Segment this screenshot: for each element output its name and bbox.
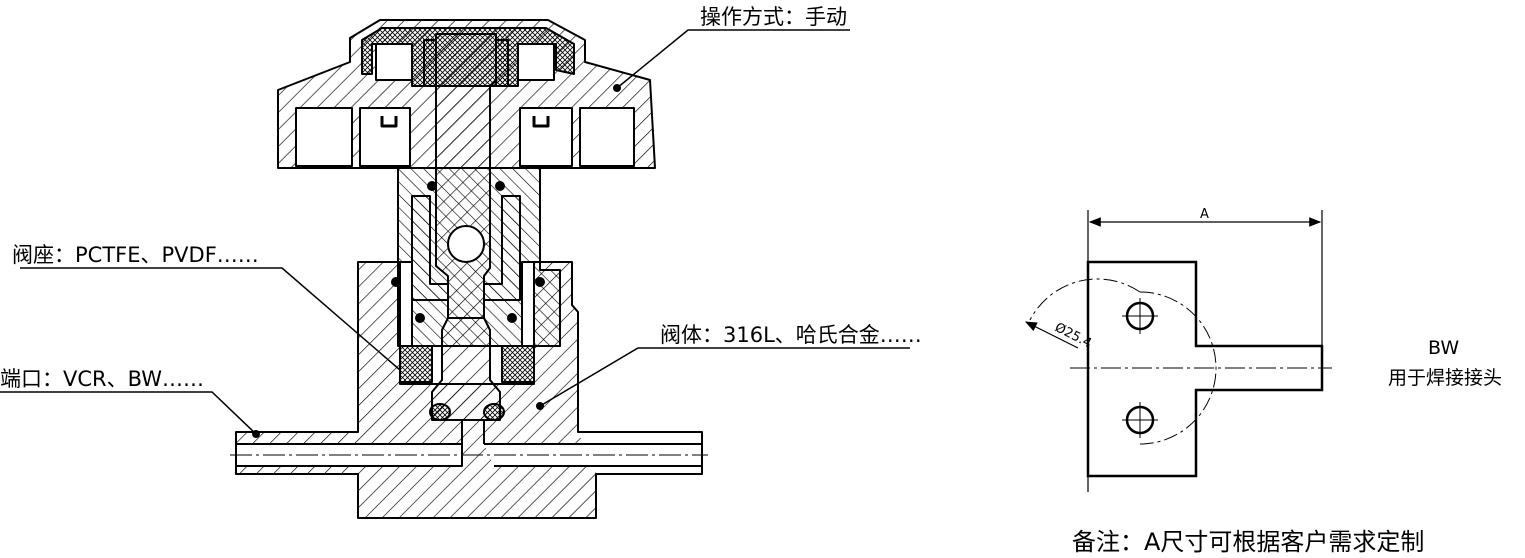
valve-seat — [399, 345, 433, 383]
valve-section — [230, 19, 708, 519]
note-text: 备注：A尺寸可根据客户需求定制 — [1072, 528, 1424, 556]
label-operation: 操作方式：手动 — [700, 5, 847, 29]
bw-detail-drawing — [1024, 210, 1332, 492]
bw-title: BW — [1428, 337, 1459, 359]
leaders — [0, 29, 910, 435]
label-seat: 阀座：PCTFE、PVDF…… — [12, 243, 259, 267]
label-body: 阀体：316L、哈氏合金…… — [660, 323, 922, 347]
bw-subtitle: 用于焊接接头 — [1388, 367, 1502, 389]
dimension-a: A — [1200, 207, 1209, 222]
label-port: 端口：VCR、BW…… — [0, 367, 204, 391]
bw-block — [1086, 260, 1324, 478]
